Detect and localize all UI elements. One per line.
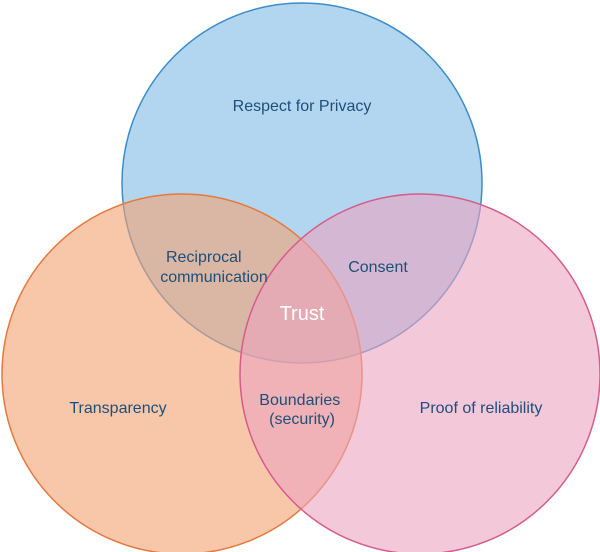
label-proof-of-reliability: Proof of reliability (420, 400, 543, 417)
label-reciprocal-line-1: Reciprocal (166, 249, 242, 266)
label-boundaries-security: Boundaries (security) (259, 392, 344, 428)
label-reciprocal-line-2: communication (160, 269, 268, 286)
label-boundaries-line-2: (security) (269, 411, 335, 428)
label-boundaries-line-1: Boundaries (259, 392, 340, 409)
label-respect-for-privacy: Respect for Privacy (233, 98, 372, 115)
label-transparency: Transparency (69, 400, 166, 417)
label-consent: Consent (348, 259, 408, 276)
label-reciprocal-communication: Reciprocal communication (160, 249, 268, 286)
label-trust: Trust (280, 303, 325, 325)
circle-proof-of-reliability (239, 193, 600, 552)
